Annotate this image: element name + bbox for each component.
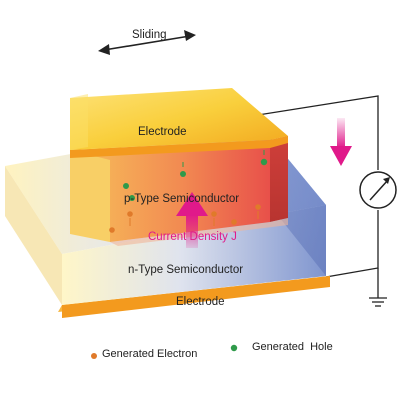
- current-density-arrow-icon: [176, 192, 208, 248]
- hole-markers: [123, 158, 268, 201]
- electron-dot: [109, 227, 115, 233]
- sliding-label: Sliding: [132, 29, 167, 41]
- n-type-label: n-Type Semiconductor: [128, 264, 243, 276]
- hole-dot: [129, 195, 135, 201]
- p-type-label: p-Type Semiconductor: [124, 193, 239, 205]
- p-type-block: [70, 136, 288, 246]
- electron-dot: [211, 211, 217, 217]
- legend-hole-marker: [230, 344, 238, 352]
- legend-hole-label: Generated Hole: [252, 341, 333, 353]
- bottom-electrode: [58, 276, 330, 318]
- circuit-current-arrow-icon: [330, 118, 352, 166]
- bottom-electrode-label: Electrode: [176, 296, 225, 308]
- electron-dot: [127, 211, 133, 217]
- circuit-wire: [219, 95, 379, 298]
- top-electrode: [70, 88, 288, 158]
- hole-dot: [180, 171, 186, 177]
- electron-dot: [255, 204, 261, 210]
- electron-arrows: [129, 211, 259, 226]
- electron-dot: [231, 219, 237, 225]
- electron-markers: [109, 204, 261, 233]
- legend-electron-label: Generated Electron: [102, 348, 197, 360]
- top-electrode-label: Electrode: [138, 126, 187, 138]
- hole-dot: [123, 183, 129, 189]
- ammeter-icon: [359, 171, 397, 209]
- legend: Generated Electron Generated Hole: [91, 341, 333, 360]
- ground-icon: [369, 297, 387, 307]
- sliding-arrow-icon: [98, 30, 196, 55]
- current-density-label: Current Density J: [148, 231, 237, 243]
- hole-arrows: [182, 150, 265, 167]
- legend-electron-marker: [91, 353, 97, 359]
- hole-dot: [260, 158, 268, 166]
